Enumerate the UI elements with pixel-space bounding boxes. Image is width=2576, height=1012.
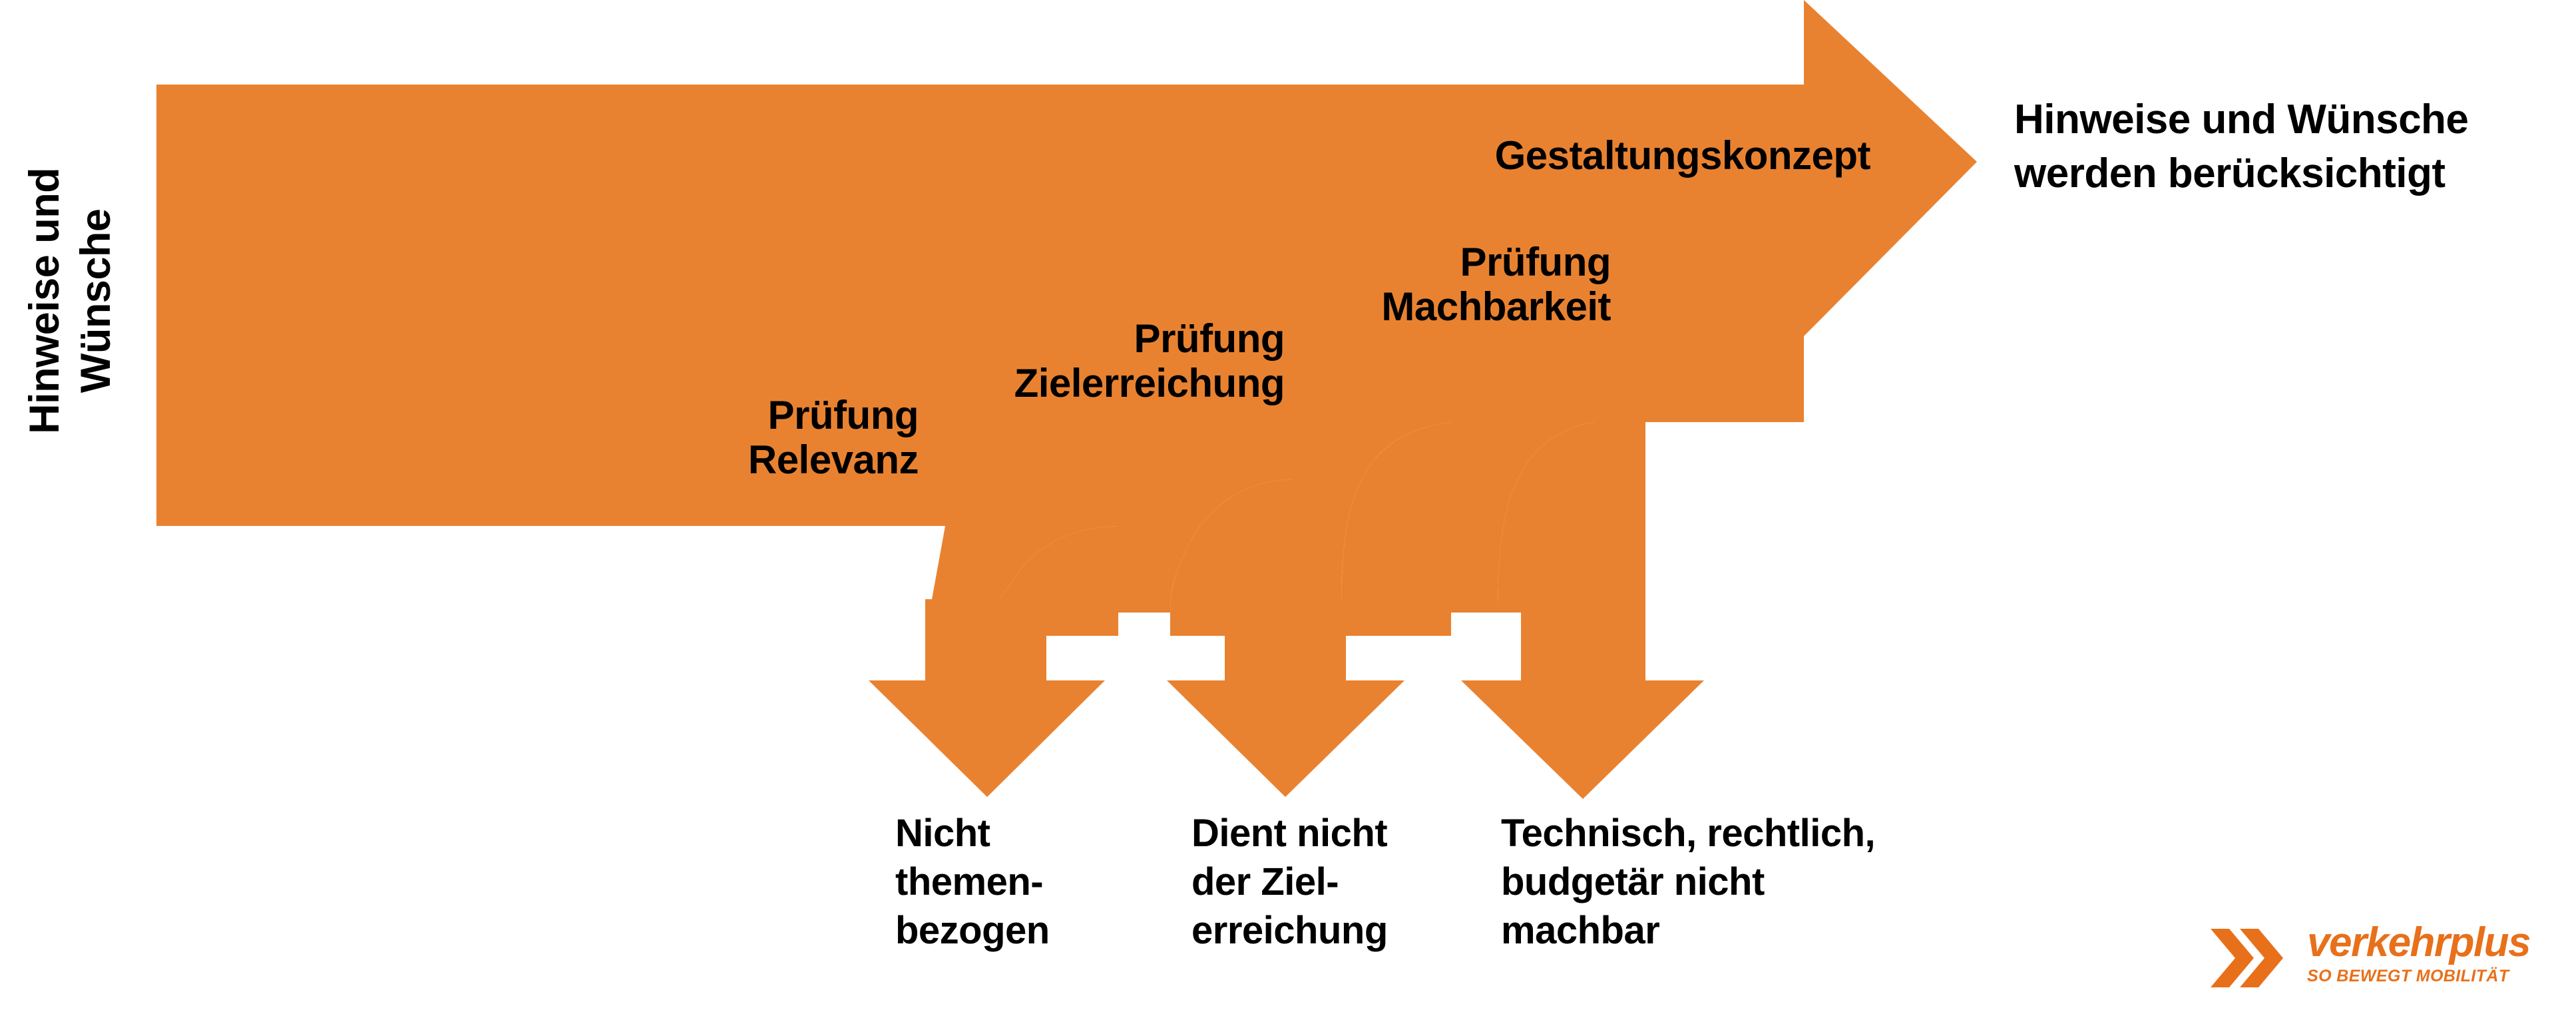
branch-arrow-relevanz-stem [925, 526, 1118, 636]
double-chevron-right-icon [2211, 929, 2283, 987]
stage-label-relevanz: Prüfung Relevanz [748, 393, 919, 483]
main-arrow-shape [156, 0, 1977, 613]
reject-label-zielerreichung: Dient nicht der Ziel- erreichung [1191, 812, 1388, 953]
branch-arrow-relevanz-shaft [925, 599, 1046, 680]
branch-arrow-zielerreichung [1167, 479, 1404, 797]
reject-label-machbarkeit: Technisch, rechtlich, budgetär nicht mac… [1501, 812, 1876, 953]
logo-name: verkehrplus [2307, 919, 2531, 965]
company-logo: verkehrplus SO BEWEGT MOBILITÄT [2209, 922, 2568, 1002]
stage-label-gestaltungskonzept: Gestaltungskonzept [1494, 133, 1871, 178]
stage-label-machbarkeit: Prüfung Machbarkeit [1381, 240, 1611, 330]
branch-arrow-relevanz-head-icon [869, 680, 1105, 797]
branch-arrow-zielerreichung-stem [1170, 479, 1291, 636]
branch-arrow-machbarkeit-curve [1498, 422, 1645, 666]
branch-arrow-zielerreichung-head-icon [1167, 680, 1404, 797]
branch-arrow-machbarkeit [1341, 422, 1704, 799]
branch-arrow-zielerreichung-shaft [1225, 599, 1346, 680]
logo-wordmark: verkehrplus SO BEWEGT MOBILITÄT [2307, 922, 2568, 985]
branch-arrow-machbarkeit-head-icon [1461, 680, 1704, 799]
branch-arrow-relevanz [869, 526, 1118, 797]
reject-label-relevanz: Nicht themen- bezogen [895, 812, 1050, 953]
stage-label-zielerreichung: Prüfung Zielerreichung [1014, 316, 1285, 406]
logo-tagline: SO BEWEGT MOBILITÄT [2307, 967, 2509, 985]
source-label: Hinweise und Wünsche [21, 167, 119, 434]
outcome-label: Hinweise und Wünsche werden berücksichti… [2014, 97, 2469, 196]
branch-arrow-machbarkeit-stem [1341, 422, 1451, 636]
